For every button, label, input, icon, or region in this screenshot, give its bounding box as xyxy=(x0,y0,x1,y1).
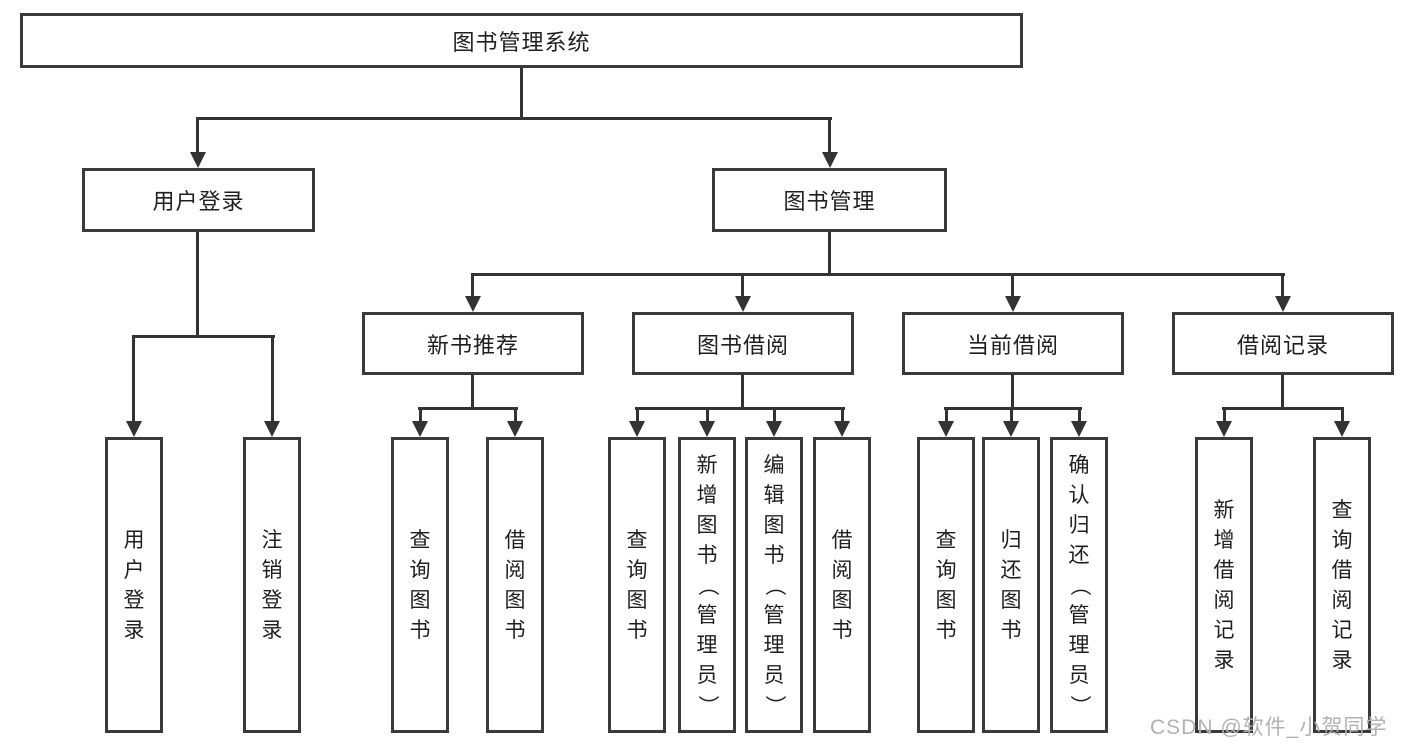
connector-line xyxy=(471,273,474,299)
connector-arrowhead xyxy=(1003,421,1019,437)
connector-arrowhead xyxy=(822,152,838,168)
connector-arrowhead xyxy=(1216,421,1232,437)
connector-line xyxy=(132,335,275,338)
connector-line xyxy=(1011,273,1014,299)
node-book-management: 图书管理 xyxy=(712,168,947,232)
connector-line xyxy=(1078,407,1081,423)
node-label: 查询图书 xyxy=(935,528,957,642)
leaf-user-login: 用户登录 xyxy=(105,437,163,733)
connector-line xyxy=(1281,375,1284,409)
leaf-return-books: 归还图书 xyxy=(982,437,1040,733)
node-borrowing-records: 借阅记录 xyxy=(1172,312,1394,375)
connector-arrowhead xyxy=(766,421,782,437)
connector-line xyxy=(828,117,831,155)
connector-line xyxy=(132,335,135,423)
node-label: 图书管理 xyxy=(783,189,876,214)
connector-line xyxy=(1010,407,1013,423)
node-label: 用户登录 xyxy=(152,189,245,214)
node-label: 新书推荐 xyxy=(426,332,519,358)
connector-arrowhead xyxy=(1071,421,1087,437)
node-label: 新增图书（管理员） xyxy=(695,453,719,716)
leaf-confirm-return-admin: 确认归还（管理员） xyxy=(1050,437,1108,733)
connector-line xyxy=(636,407,639,423)
node-label: 确认归还（管理员） xyxy=(1067,453,1091,716)
connector-arrowhead xyxy=(126,421,142,437)
connector-line xyxy=(741,273,744,299)
connector-arrowhead xyxy=(1005,296,1021,312)
connector-line xyxy=(944,407,1082,410)
leaf-query-books-recommend: 查询图书 xyxy=(391,437,449,733)
node-user-login: 用户登录 xyxy=(82,168,315,232)
leaf-edit-books-admin: 编辑图书（管理员） xyxy=(745,437,803,733)
node-label: 查询图书 xyxy=(409,528,431,642)
connector-line xyxy=(1011,375,1014,409)
connector-line xyxy=(196,117,199,155)
connector-line xyxy=(1223,407,1226,423)
connector-line xyxy=(196,232,199,337)
connector-line xyxy=(418,407,518,410)
connector-line xyxy=(741,375,744,409)
node-book-borrowing: 图书借阅 xyxy=(632,312,854,375)
leaf-query-books-borrowing: 查询图书 xyxy=(608,437,666,733)
leaf-add-books-admin: 新增图书（管理员） xyxy=(678,437,736,733)
connector-arrowhead xyxy=(1275,296,1291,312)
node-label: 编辑图书（管理员） xyxy=(762,453,786,716)
connector-arrowhead xyxy=(465,296,481,312)
connector-line xyxy=(706,407,709,423)
node-label: 归还图书 xyxy=(1000,528,1022,642)
node-root-library-system: 图书管理系统 xyxy=(20,13,1023,68)
node-label: 新增借阅记录 xyxy=(1213,498,1235,672)
node-label: 图书借阅 xyxy=(696,332,789,358)
connector-line xyxy=(471,375,474,409)
connector-line xyxy=(841,407,844,423)
connector-line xyxy=(1341,407,1344,423)
connector-line xyxy=(419,407,422,423)
node-label: 当前借阅 xyxy=(966,332,1059,358)
connector-line xyxy=(514,407,517,423)
connector-arrowhead xyxy=(412,421,428,437)
connector-line xyxy=(520,68,523,118)
connector-arrowhead xyxy=(507,421,523,437)
node-label: 图书管理系统 xyxy=(452,29,591,55)
connector-line xyxy=(271,335,274,423)
node-label: 借阅图书 xyxy=(831,528,853,642)
leaf-query-borrow-record: 查询借阅记录 xyxy=(1313,437,1371,733)
connector-line xyxy=(471,273,1285,276)
leaf-logout: 注销登录 xyxy=(243,437,301,733)
connector-arrowhead xyxy=(834,421,850,437)
csdn-watermark: CSDN @软件_小贺同学 xyxy=(1150,716,1388,739)
connector-arrowhead xyxy=(264,421,280,437)
leaf-add-borrow-record: 新增借阅记录 xyxy=(1195,437,1253,733)
leaf-borrow-books-recommend: 借阅图书 xyxy=(486,437,544,733)
connector-line xyxy=(773,407,776,423)
connector-arrowhead xyxy=(1334,421,1350,437)
node-new-book-recommend: 新书推荐 xyxy=(362,312,584,375)
connector-line xyxy=(196,117,832,120)
connector-arrowhead xyxy=(190,152,206,168)
leaf-query-books-current: 查询图书 xyxy=(917,437,975,733)
connector-arrowhead xyxy=(629,421,645,437)
node-label: 查询借阅记录 xyxy=(1331,498,1353,672)
node-label: 注销登录 xyxy=(261,528,283,642)
connector-line xyxy=(945,407,948,423)
connector-arrowhead xyxy=(735,296,751,312)
connector-line xyxy=(828,232,831,275)
connector-line xyxy=(635,407,845,410)
connector-arrowhead xyxy=(699,421,715,437)
node-label: 借阅记录 xyxy=(1236,332,1329,358)
leaf-borrow-books: 借阅图书 xyxy=(813,437,871,733)
node-current-borrowing: 当前借阅 xyxy=(902,312,1124,375)
connector-line xyxy=(1222,407,1344,410)
node-label: 用户登录 xyxy=(123,528,145,642)
node-label: 借阅图书 xyxy=(504,528,526,642)
connector-line xyxy=(1281,273,1284,299)
node-label: 查询图书 xyxy=(626,528,648,642)
connector-arrowhead xyxy=(938,421,954,437)
